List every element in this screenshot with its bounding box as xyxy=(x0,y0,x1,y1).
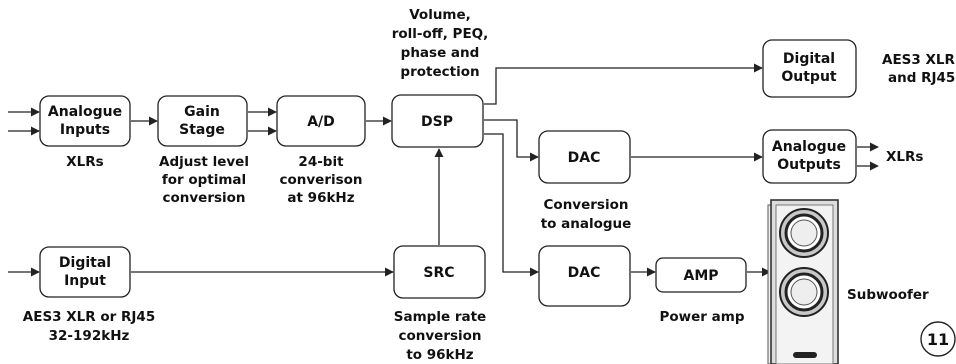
gain-caption-line3: conversion xyxy=(162,190,245,206)
src-label: SRC xyxy=(423,265,454,281)
gain-caption-line2: for optimal xyxy=(162,172,246,188)
src-caption-line2: conversion xyxy=(398,328,481,344)
analogue-outputs-label-line1: Analogue xyxy=(772,139,846,155)
arrow-dsp-to-digital-output xyxy=(484,63,763,105)
ad-caption-line2: converison xyxy=(279,172,362,188)
src-caption-line1: Sample rate xyxy=(394,309,486,325)
gain-stage-label-line1: Gain xyxy=(184,104,220,120)
amp-block: AMP xyxy=(655,257,747,293)
analogue-inputs-block: Analogue Inputs xyxy=(39,95,131,147)
aes-output-caption-line2: and RJ45 xyxy=(888,70,955,86)
digital-output-label-line2: Output xyxy=(781,69,837,85)
dsp-caption-line1: Volume, xyxy=(409,7,471,23)
gain-stage-block: Gain Stage xyxy=(157,95,248,147)
amp-caption: Power amp xyxy=(660,309,745,325)
digital-input-caption-line1: AES3 XLR or RJ45 xyxy=(23,309,155,325)
digital-output-block: Digital Output xyxy=(762,39,857,98)
ad-caption-line3: at 96kHz xyxy=(287,190,354,206)
analogue-inputs-label-line2: Inputs xyxy=(60,122,110,138)
subwoofer-speaker-icon xyxy=(767,199,839,364)
analogue-inputs-label-line1: Analogue xyxy=(48,104,122,120)
dsp-caption-line3: phase and xyxy=(401,45,480,61)
dsp-caption-line4: protection xyxy=(400,64,479,80)
dac-top-caption-line2: to analogue xyxy=(541,216,632,232)
arrow-dsp-to-dac-bottom xyxy=(484,133,539,277)
dac-top-label: DAC xyxy=(568,150,601,166)
digital-input-label-line1: Digital xyxy=(59,255,111,271)
dac-top-block: DAC xyxy=(538,130,631,184)
arrow-dsp-to-dac-top xyxy=(484,119,539,162)
dsp-block: DSP xyxy=(391,94,484,148)
page-number: 11 xyxy=(927,330,949,349)
dsp-label: DSP xyxy=(421,114,453,130)
gain-caption-line1: Adjust level xyxy=(159,154,249,170)
aes-output-caption-line1: AES3 XLR xyxy=(882,52,955,68)
amp-label: AMP xyxy=(683,268,718,284)
dac-top-caption-line1: Conversion xyxy=(544,197,629,213)
subwoofer-caption: Subwoofer xyxy=(847,287,929,303)
digital-output-label-line1: Digital xyxy=(783,51,835,67)
dsp-caption-line2: roll-off, PEQ, xyxy=(392,26,489,42)
src-block: SRC xyxy=(393,245,486,299)
analogue-outputs-label-line2: Outputs xyxy=(777,157,841,173)
digital-input-caption-line2: 32-192kHz xyxy=(49,328,130,344)
digital-input-label-line2: Input xyxy=(64,273,106,289)
xlrs-input-caption: XLRs xyxy=(66,154,103,170)
dac-bottom-block: DAC xyxy=(538,245,631,307)
src-caption-line3: to 96kHz xyxy=(406,347,473,363)
dac-bottom-label: DAC xyxy=(568,265,601,281)
digital-input-block: Digital Input xyxy=(39,246,131,298)
connectors xyxy=(8,63,879,277)
ad-label: A/D xyxy=(307,114,335,130)
xlrs-output-caption: XLRs xyxy=(886,149,923,165)
ad-caption-line1: 24-bit xyxy=(298,154,344,170)
gain-stage-label-line2: Stage xyxy=(179,122,225,138)
page-number-badge: 11 xyxy=(920,321,956,357)
analogue-outputs-block: Analogue Outputs xyxy=(762,129,857,184)
ad-block: A/D xyxy=(276,95,366,147)
